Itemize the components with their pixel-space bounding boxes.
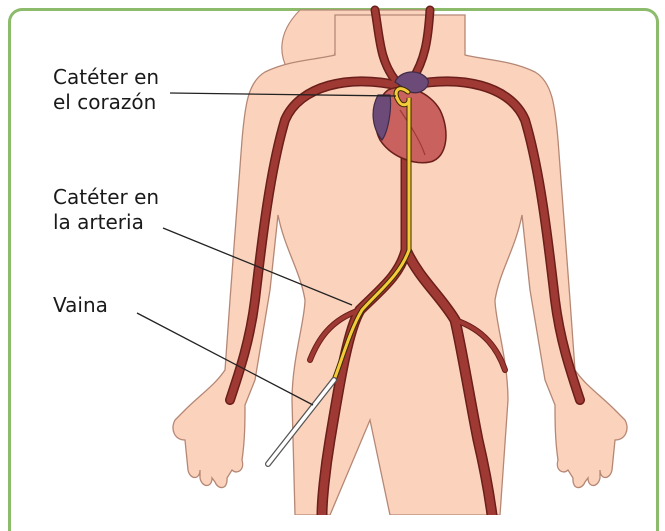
label-artery-catheter: Catéter en la arteria [53, 185, 159, 235]
label-sheath: Vaina [53, 293, 108, 318]
label-heart-catheter: Catéter en el corazón [53, 65, 159, 115]
